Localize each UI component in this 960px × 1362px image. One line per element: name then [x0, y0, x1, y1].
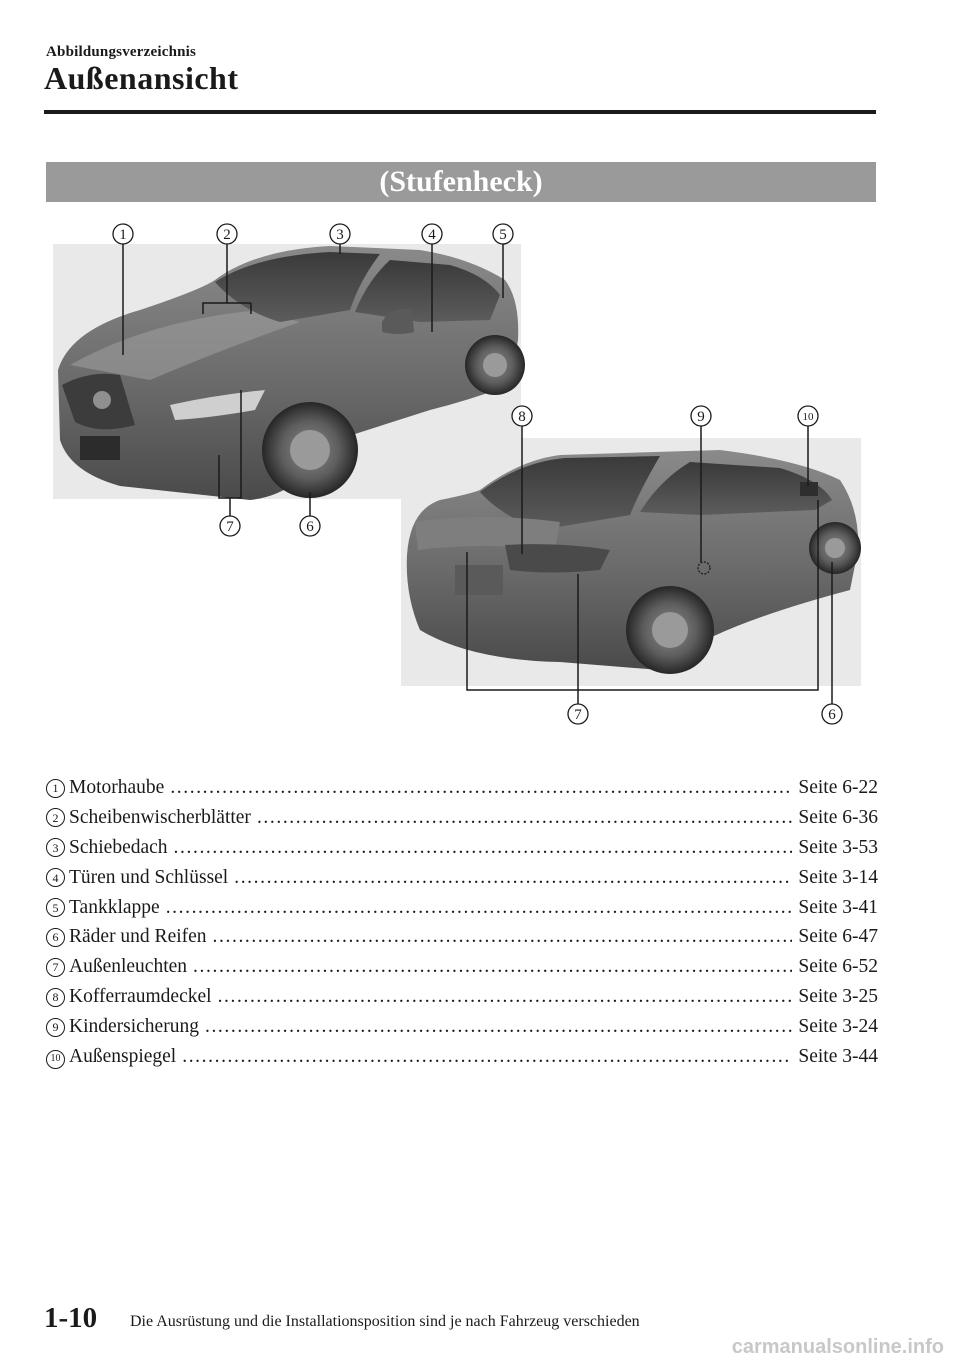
item-label: Motorhaube: [69, 777, 165, 798]
page-reference: Seite 3-41: [798, 896, 878, 918]
callout-6-rear: 6: [821, 703, 843, 725]
svg-text:6: 6: [828, 707, 836, 723]
svg-text:6: 6: [306, 519, 314, 535]
dot-leader: ........................................…: [217, 986, 793, 1008]
item-number: 4: [46, 868, 65, 888]
svg-text:10: 10: [803, 411, 815, 423]
callout-1: 1: [112, 223, 134, 245]
footer-note: Die Ausrüstung und die Installationsposi…: [130, 1313, 640, 1330]
item-label: Kofferraumdeckel: [69, 986, 212, 1008]
dot-leader: ........................................…: [182, 1046, 793, 1068]
page-number: 1-10: [44, 1302, 98, 1334]
callout-6-front: 6: [299, 515, 321, 537]
svg-text:8: 8: [518, 409, 526, 425]
page-reference: Seite 3-53: [798, 836, 878, 858]
item-number: 7: [46, 957, 65, 977]
page-reference: Seite 3-25: [798, 986, 878, 1008]
callout-7-rear: 7: [567, 703, 589, 725]
page-reference: Seite 3-24: [798, 1016, 878, 1038]
dot-leader: ........................................…: [212, 926, 793, 948]
item-label: Scheibenwischerblätter: [69, 806, 251, 828]
car-exterior-figure: 1 2 3 4 5 7 6 8 9 10 7 6: [0, 210, 960, 740]
page-reference: Seite 6-52: [798, 956, 878, 978]
item-label: Schiebedach: [69, 836, 168, 858]
svg-text:7: 7: [574, 707, 582, 723]
callout-3: 3: [329, 223, 351, 245]
item-label: Außenleuchten: [69, 956, 188, 978]
item-label: Tankklappe: [69, 896, 160, 918]
item-number: 9: [46, 1017, 65, 1037]
item-label: Außenspiegel: [69, 1046, 177, 1068]
page-reference: Seite 6-36: [798, 806, 878, 828]
page-reference: Seite 3-44: [798, 1046, 878, 1068]
dot-leader: ........................................…: [173, 836, 793, 858]
item-number: 1: [46, 778, 65, 798]
svg-text:9: 9: [697, 409, 705, 425]
page-reference: Seite 3-14: [798, 866, 878, 888]
page-reference: Seite 6-22: [798, 777, 878, 798]
variant-banner: (Stufenheck): [46, 162, 876, 202]
callout-9: 9: [690, 405, 712, 427]
svg-text:7: 7: [226, 519, 234, 535]
svg-text:1: 1: [119, 227, 127, 243]
svg-text:3: 3: [336, 227, 344, 243]
item-label: Kindersicherung: [69, 1016, 199, 1038]
callout-2: 2: [216, 223, 238, 245]
item-number: 10: [46, 1049, 65, 1069]
car-illustration: 1 2 3 4 5 7 6 8 9 10 7 6: [53, 223, 861, 725]
callout-8: 8: [511, 405, 533, 427]
leader-lines: [122, 244, 833, 704]
page-reference: Seite 6-47: [798, 926, 878, 948]
item-number: 8: [46, 987, 65, 1007]
title-divider: [44, 110, 876, 114]
section-label: Abbildungsverzeichnis: [46, 44, 197, 60]
brand-logo-shape: [93, 391, 111, 409]
dot-leader: ........................................…: [204, 1016, 793, 1038]
callout-5: 5: [492, 223, 514, 245]
callout-10: 10: [797, 405, 819, 427]
svg-text:4: 4: [428, 227, 436, 243]
item-number: 5: [46, 898, 65, 918]
callout-4: 4: [421, 223, 443, 245]
dot-leader: ........................................…: [193, 956, 793, 978]
item-label: Türen und Schlüssel: [69, 866, 229, 888]
dot-leader: ........................................…: [234, 866, 793, 888]
dot-leader: ........................................…: [170, 777, 793, 798]
item-number: 2: [46, 808, 65, 828]
item-number: 3: [46, 838, 65, 858]
svg-text:5: 5: [499, 227, 507, 243]
item-label: Räder und Reifen: [69, 926, 207, 948]
dot-leader: ........................................…: [256, 806, 792, 828]
watermark: carmanualsonline.info: [731, 1336, 944, 1358]
svg-text:2: 2: [223, 227, 231, 243]
callout-7-front: 7: [219, 515, 241, 537]
dot-leader: ........................................…: [165, 896, 793, 918]
rear-car: [406, 450, 861, 674]
item-number: 6: [46, 927, 65, 947]
page-title: Außenansicht: [44, 60, 239, 96]
